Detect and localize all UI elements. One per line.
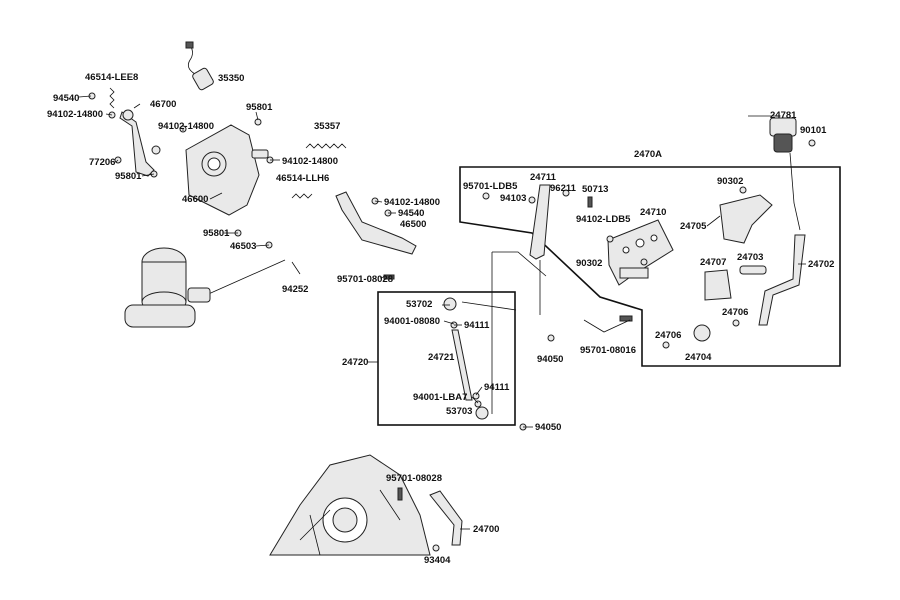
- label-46600: 46600: [182, 194, 208, 205]
- spring-46514-llh6: [291, 193, 313, 199]
- transmission-case: [269, 454, 431, 556]
- label-96211: 96211: [550, 183, 577, 194]
- label-46514-lee8: 46514-LEE8: [85, 72, 138, 83]
- leader-line: [583, 319, 631, 333]
- bracket-24700: [429, 490, 463, 546]
- label-95701-08028: 95701-08028: [386, 473, 442, 484]
- label-24706: 24706: [655, 330, 681, 341]
- label-95801: 95801: [246, 102, 273, 113]
- label-94111: 94111: [484, 382, 510, 393]
- pedal-plate-46600: [185, 124, 269, 216]
- leader-line: [492, 251, 547, 277]
- spring-35357: [305, 143, 347, 149]
- label-94102-ldb5: 94102-LDB5: [576, 214, 631, 225]
- pedal-bracket-46700: [119, 109, 161, 177]
- label-94102-14800: 94102-14800: [158, 121, 214, 132]
- label-46514-llh6: 46514-LLH6: [276, 173, 329, 184]
- label-2470a: 2470A: [634, 149, 662, 160]
- brake-switch-35350: [185, 41, 214, 91]
- label-leaders: [78, 95, 806, 530]
- label-90302: 90302: [717, 176, 743, 187]
- label-94001-08080: 94001-08080: [384, 316, 440, 327]
- bushing-24704: [693, 324, 711, 342]
- label-95801: 95801: [203, 228, 230, 239]
- label-35350: 35350: [218, 73, 244, 84]
- label-24704: 24704: [685, 352, 712, 363]
- label-95701-ldb5: 95701-LDB5: [463, 181, 518, 192]
- rod-assembly-24720: [443, 297, 527, 431]
- assembly-24720-outline: [377, 291, 516, 426]
- leader-line: [789, 152, 801, 231]
- label-24700: 24700: [473, 524, 499, 535]
- label-95801: 95801: [115, 171, 142, 182]
- label-24702: 24702: [808, 259, 834, 270]
- label-94540: 94540: [398, 208, 424, 219]
- label-53703: 53703: [446, 406, 472, 417]
- label-46500: 46500: [400, 219, 426, 230]
- gate-plate-24705: [719, 194, 773, 244]
- label-46503: 46503: [230, 241, 256, 252]
- label-46700: 46700: [150, 99, 176, 110]
- part-labels: 46514-LEE8 35350 94540 46700 94102-14800…: [47, 72, 834, 566]
- shift-knob-24781: [769, 117, 816, 153]
- label-24706: 24706: [722, 307, 748, 318]
- master-cylinder: [124, 247, 286, 328]
- pedal-arm-46500: [335, 191, 417, 255]
- label-35357: 35357: [314, 121, 340, 132]
- pin-94252: [291, 261, 301, 275]
- label-24711: 24711: [530, 172, 557, 183]
- assembly-2470a-outline: [459, 166, 841, 367]
- label-93404: 93404: [424, 555, 451, 566]
- spring-46514-lee8: [109, 87, 115, 109]
- label-90101: 90101: [800, 125, 827, 136]
- label-24710: 24710: [640, 207, 666, 218]
- lever-24711: [529, 184, 551, 260]
- label-24720: 24720: [342, 357, 368, 368]
- label-94050: 94050: [535, 422, 561, 433]
- label-24705: 24705: [680, 221, 707, 232]
- label-90302: 90302: [576, 258, 602, 269]
- bracket-24707: [704, 269, 732, 301]
- label-24781: 24781: [770, 110, 797, 121]
- label-24721: 24721: [428, 352, 455, 363]
- label-94050: 94050: [537, 354, 563, 365]
- hardware-bottom: [397, 487, 440, 552]
- label-24707: 24707: [700, 257, 726, 268]
- label-94540: 94540: [53, 93, 79, 104]
- hardware-shift: [482, 186, 747, 349]
- label-94102-14800: 94102-14800: [384, 197, 440, 208]
- label-94111: 94111: [464, 320, 490, 331]
- label-50713: 50713: [582, 184, 608, 195]
- label-94252: 94252: [282, 284, 308, 295]
- label-95701-08028: 95701-08028: [337, 274, 393, 285]
- label-94103: 94103: [500, 193, 526, 204]
- bushing-24703: [739, 265, 767, 275]
- shift-rod-24702: [758, 234, 806, 326]
- label-94102-14800: 94102-14800: [47, 109, 103, 120]
- label-24703: 24703: [737, 252, 763, 263]
- label-94001-lba7: 94001-LBA7: [413, 392, 467, 403]
- label-77206: 77206: [89, 157, 115, 168]
- label-95701-08016: 95701-08016: [580, 345, 636, 356]
- label-94102-14800: 94102-14800: [282, 156, 338, 167]
- label-53702: 53702: [406, 299, 432, 310]
- shift-base-24710: [607, 219, 674, 286]
